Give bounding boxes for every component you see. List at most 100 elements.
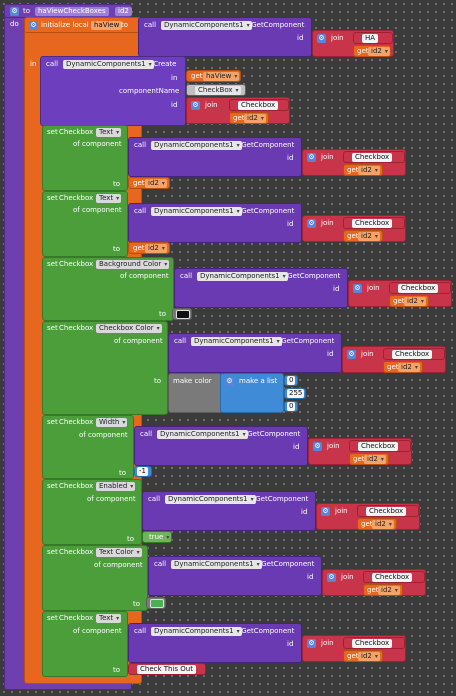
component-dropdown[interactable]: DynamicComponents1 <box>151 141 242 150</box>
initialize-local-header[interactable]: ⚙ initialize local haView to <box>24 17 142 33</box>
join-block[interactable]: ⚙ join Checkbox get id2 <box>302 215 406 242</box>
get-variable-block[interactable]: get id2 <box>349 453 389 465</box>
gear-icon[interactable]: ⚙ <box>327 573 336 582</box>
component-dropdown[interactable]: DynamicComponents1 <box>151 207 242 216</box>
color-swatch[interactable] <box>150 599 164 608</box>
variable-dropdown[interactable]: id2 <box>404 297 426 306</box>
get-component-call-block[interactable]: call DynamicComponents1 .GetComponent id <box>134 426 308 466</box>
procedure-name-field[interactable]: haViewCheckBoxes <box>35 7 109 16</box>
join-block[interactable]: ⚙ join Checkbox get id2 <box>342 346 446 373</box>
text-block[interactable]: Checkbox <box>357 505 419 517</box>
component-dropdown[interactable]: DynamicComponents1 <box>161 21 252 30</box>
text-value[interactable]: Checkbox <box>392 350 433 359</box>
gear-icon[interactable]: ⚙ <box>307 639 316 648</box>
number-block[interactable]: 0 <box>284 375 298 386</box>
set-checkbox-checkboxcolor-block[interactable]: set Checkbox Checkbox Color of component… <box>42 321 168 415</box>
text-block[interactable]: Check This Out <box>128 663 206 675</box>
join-block[interactable]: ⚙ join HA get id2 <box>312 30 394 57</box>
component-dropdown[interactable]: DynamicComponents1 <box>151 627 242 636</box>
color-swatch[interactable] <box>176 310 190 319</box>
get-haview-block[interactable]: get haView <box>186 70 241 82</box>
variable-dropdown[interactable]: id2 <box>378 586 400 595</box>
component-type-dropdown[interactable]: CheckBox <box>195 86 241 95</box>
gear-icon[interactable]: ⚙ <box>347 350 356 359</box>
variable-dropdown[interactable]: id2 <box>358 232 380 241</box>
color-green-block[interactable] <box>146 597 166 609</box>
get-component-call-block[interactable]: call DynamicComponents1 .GetComponent id <box>148 556 322 596</box>
property-dropdown[interactable]: Width <box>96 418 128 427</box>
set-checkbox-text-block-3[interactable]: set Checkbox Text of component to <box>42 611 128 677</box>
component-dropdown[interactable]: DynamicComponents1 <box>171 560 262 569</box>
set-checkbox-text-block-2[interactable]: set Checkbox Text of component to <box>42 191 128 257</box>
get-component-call-block[interactable]: call DynamicComponents1 .GetComponent id <box>128 203 302 243</box>
get-variable-block[interactable]: get id2 <box>343 230 383 242</box>
set-checkbox-backgroundcolor-block[interactable]: set Checkbox Background Color of compone… <box>42 257 174 321</box>
variable-dropdown[interactable]: id2 <box>358 652 380 661</box>
text-block[interactable]: Checkbox <box>343 151 405 163</box>
gear-icon[interactable]: ⚙ <box>225 377 234 386</box>
text-block[interactable]: Checkbox <box>349 440 411 452</box>
property-dropdown[interactable]: Enabled <box>96 482 136 491</box>
gear-icon[interactable]: ⚙ <box>307 153 316 162</box>
variable-dropdown[interactable]: id2 <box>364 455 386 464</box>
text-block[interactable]: HA <box>353 32 393 44</box>
join-block[interactable]: ⚙ join Checkbox get id2 <box>186 97 290 124</box>
text-block[interactable]: Checkbox <box>343 217 405 229</box>
join-block[interactable]: ⚙ join Checkbox get id2 <box>348 280 452 307</box>
procedure-header[interactable]: ⚙ to haViewCheckBoxes id2 <box>4 4 132 18</box>
gear-icon[interactable]: ⚙ <box>313 442 322 451</box>
gear-icon[interactable]: ⚙ <box>10 7 19 16</box>
procedure-param-field[interactable]: id2 <box>115 7 132 16</box>
join-block[interactable]: ⚙ join Checkbox get id2 <box>322 569 426 596</box>
get-variable-block[interactable]: get id2 <box>383 361 423 373</box>
get-variable-block[interactable]: get id2 <box>128 242 170 254</box>
variable-dropdown[interactable]: id2 <box>372 520 394 529</box>
set-checkbox-textcolor-block[interactable]: set Checkbox Text Color of component to <box>42 545 148 611</box>
property-dropdown[interactable]: Text Color <box>96 548 142 557</box>
property-dropdown[interactable]: Background Color <box>96 260 170 269</box>
text-value[interactable]: Check This Out <box>137 665 196 674</box>
variable-dropdown[interactable]: id2 <box>398 363 420 372</box>
gear-icon[interactable]: ⚙ <box>191 101 200 110</box>
get-component-call-block[interactable]: call DynamicComponents1 .GetComponent id <box>128 137 302 177</box>
join-block[interactable]: ⚙ join Checkbox get id2 <box>302 149 406 176</box>
property-dropdown[interactable]: Text <box>96 194 122 203</box>
gear-icon[interactable]: ⚙ <box>307 219 316 228</box>
make-color-block[interactable]: make color <box>168 373 222 413</box>
set-checkbox-width-block[interactable]: set Checkbox Width of component to <box>42 415 134 479</box>
get-variable-block[interactable]: get id2 <box>353 45 391 57</box>
text-value[interactable]: Checkbox <box>366 507 407 516</box>
boolean-block[interactable]: true <box>142 531 172 543</box>
text-value[interactable]: Checkbox <box>352 153 393 162</box>
make-list-block[interactable]: ⚙ make a list <box>220 373 284 413</box>
variable-dropdown[interactable]: haView <box>203 72 240 81</box>
get-variable-block[interactable]: get id2 <box>343 650 383 662</box>
component-dropdown[interactable]: DynamicComponents1 <box>157 430 248 439</box>
join-block[interactable]: ⚙ join Checkbox get id2 <box>316 503 420 530</box>
number-block[interactable]: 255 <box>284 388 306 399</box>
set-checkbox-text-block-1[interactable]: set Checkbox Text of component to <box>42 125 128 191</box>
component-dropdown[interactable]: DynamicComponents1 <box>191 337 282 346</box>
text-value[interactable]: Checkbox <box>352 639 393 648</box>
get-variable-block[interactable]: get id2 <box>343 164 383 176</box>
text-block[interactable]: Checkbox <box>229 99 289 111</box>
create-call-block[interactable]: call DynamicComponents1 .Create in compo… <box>40 56 186 126</box>
number-value[interactable]: 255 <box>287 389 305 398</box>
get-variable-block[interactable]: get id2 <box>357 518 397 530</box>
text-block[interactable]: Checkbox <box>383 348 445 360</box>
boolean-dropdown[interactable]: true <box>146 533 171 542</box>
variable-dropdown[interactable]: id2 <box>145 244 167 253</box>
gear-icon[interactable]: ⚙ <box>321 507 330 516</box>
component-dropdown[interactable]: DynamicComponents1 <box>165 495 256 504</box>
text-value[interactable]: Checkbox <box>372 573 413 582</box>
get-component-call-block[interactable]: call DynamicComponents1 .GetComponent id <box>138 17 312 57</box>
number-block[interactable]: -1 <box>134 466 152 477</box>
get-component-call-block[interactable]: call DynamicComponents1 .GetComponent id <box>142 491 316 531</box>
variable-dropdown[interactable]: id2 <box>368 47 390 56</box>
local-var-name-field[interactable]: haView <box>91 21 123 30</box>
get-variable-block[interactable]: get id2 <box>229 112 269 124</box>
color-black-block[interactable] <box>172 308 192 320</box>
variable-dropdown[interactable]: id2 <box>145 179 167 188</box>
variable-dropdown[interactable]: id2 <box>244 114 266 123</box>
get-component-call-block[interactable]: call DynamicComponents1 .GetComponent id <box>128 623 302 663</box>
